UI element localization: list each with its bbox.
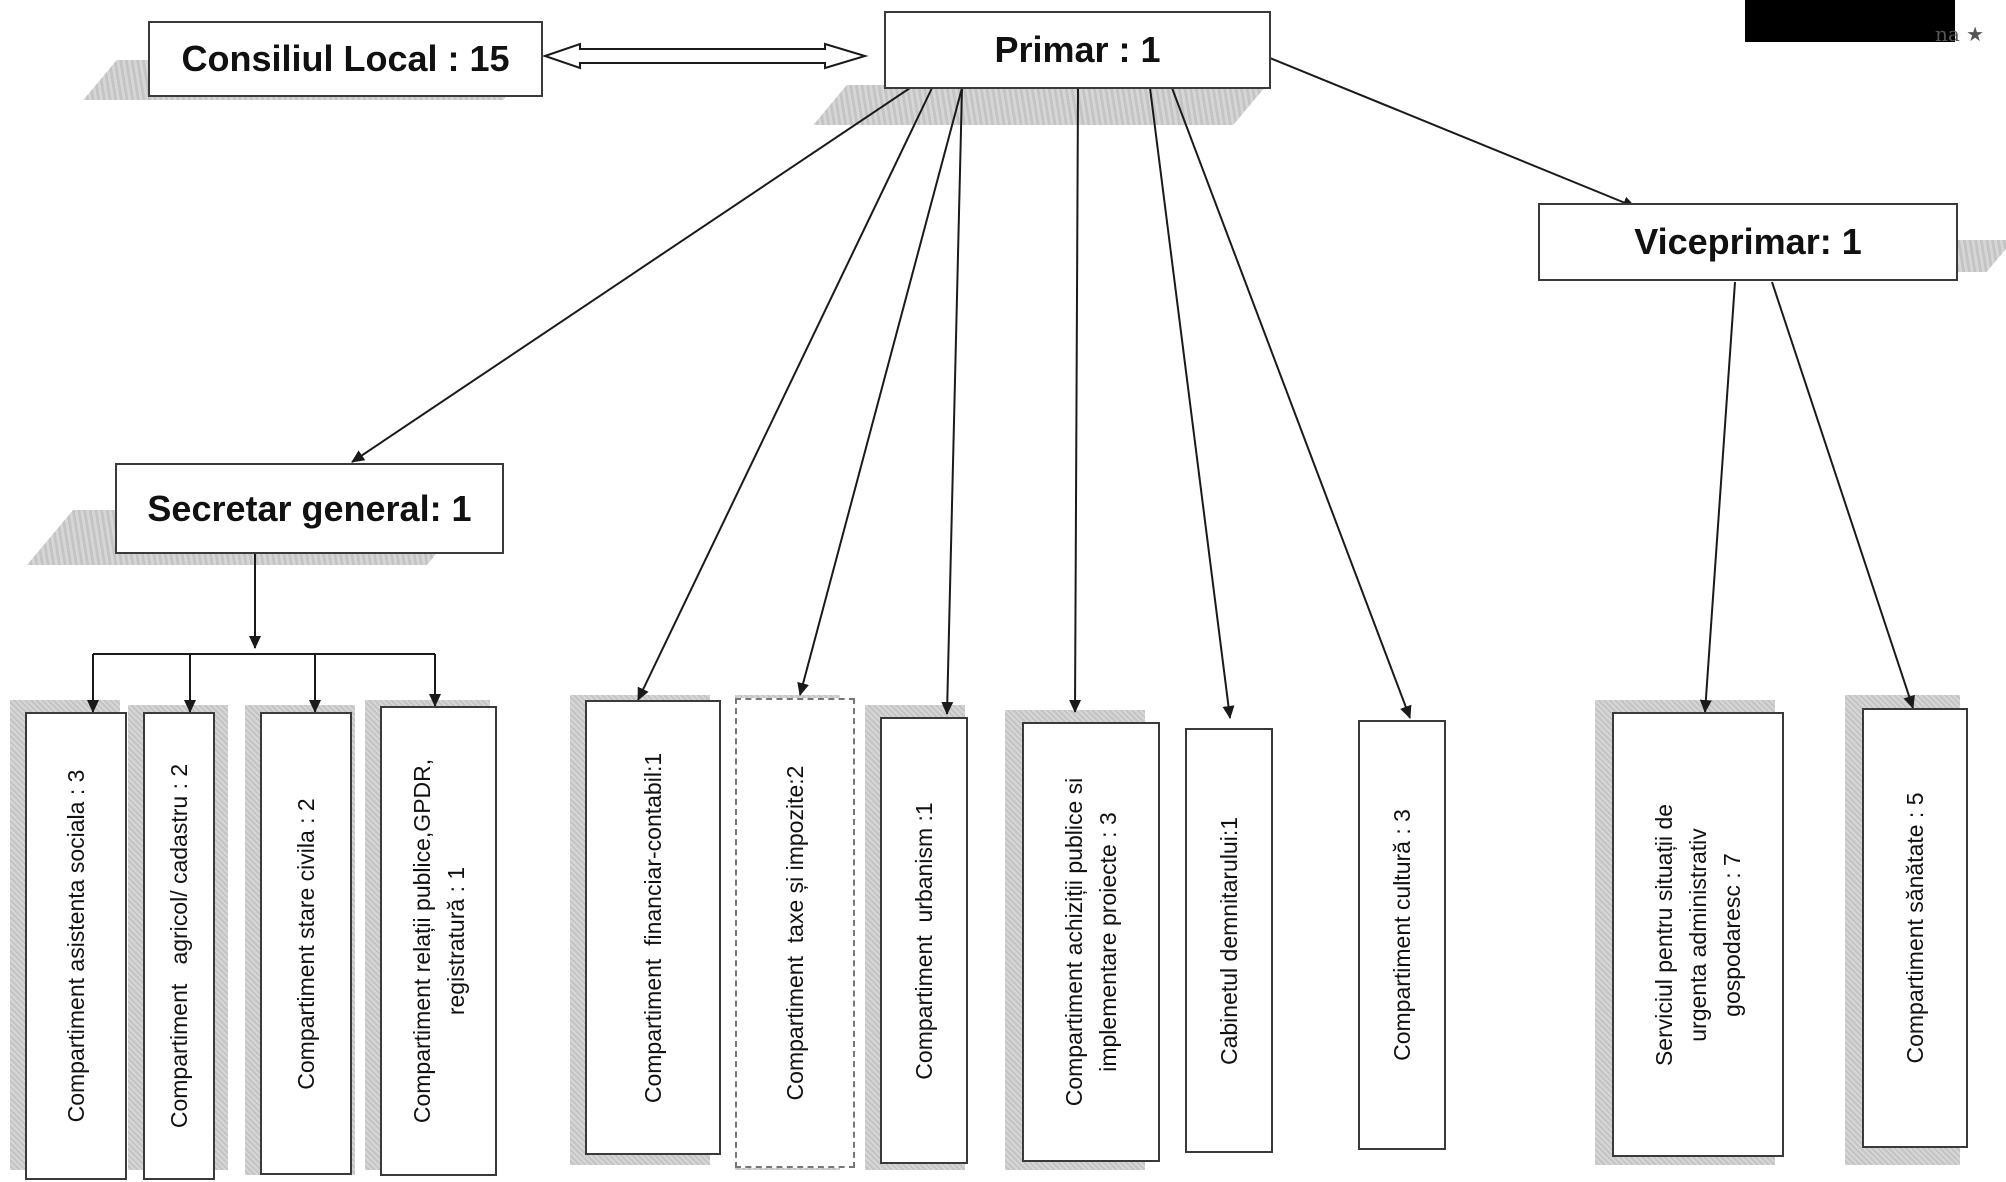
- line-primar-secretar: [351, 87, 911, 463]
- box-secretar-general: Secretar general: 1: [115, 463, 504, 554]
- line-primar-achizitii: [1069, 87, 1082, 713]
- box-cabinetul-demnitarului: Cabinetul demnitarului:1: [1185, 728, 1273, 1153]
- box-compartiment-agricol: Compartiment agricol/ cadastru : 2: [143, 712, 215, 1180]
- label-compartiment-asistenta: Compartiment asistenta sociala : 3: [63, 769, 89, 1123]
- label-compartiment-stare-civila: Compartiment stare civila : 2: [293, 797, 319, 1090]
- line-primar-cultura: [1171, 87, 1412, 719]
- double-arrow-consiliul-primar: [541, 42, 869, 70]
- redaction-block: [1745, 0, 1955, 42]
- box-primar: Primar : 1: [884, 11, 1271, 89]
- label-secretar-general: Secretar general: 1: [147, 487, 472, 529]
- label-cabinetul-demnitarului: Cabinetul demnitarului:1: [1216, 816, 1242, 1065]
- line-primar-cabinet: [1149, 87, 1235, 719]
- box-compartiment-sanatate: Compartiment sănătate : 5: [1862, 708, 1968, 1148]
- box-compartiment-achizitii: Compartiment achiziții publice si implem…: [1022, 722, 1160, 1162]
- label-compartiment-financiar: Compartiment financiar-contabil:1: [640, 752, 666, 1103]
- box-compartiment-urbanism: Compartiment urbanism :1: [880, 717, 968, 1164]
- box-compartiment-taxe: Compartiment taxe și impozite:2: [735, 698, 855, 1168]
- line-primar-taxe: [797, 87, 963, 696]
- label-compartiment-achizitii: Compartiment achiziții publice si implem…: [1061, 777, 1121, 1107]
- box-compartiment-asistenta: Compartiment asistenta sociala : 3: [25, 712, 127, 1180]
- label-compartiment-relatii: Compartiment relații publice,GPDR, regis…: [408, 758, 469, 1124]
- box-compartiment-cultura: Compartiment cultură : 3: [1358, 720, 1446, 1150]
- line-viceprimar-sanatate: [1771, 281, 1915, 709]
- label-compartiment-urbanism: Compartiment urbanism :1: [911, 801, 937, 1080]
- box-consiliul-local: Consiliul Local : 15: [148, 21, 543, 97]
- label-serviciul-situatii: Serviciul pentru situații de urgenta adm…: [1651, 803, 1745, 1066]
- stamp-fragment: na ★: [1935, 22, 1985, 46]
- box-compartiment-relatii: Compartiment relații publice,GPDR, regis…: [380, 706, 497, 1176]
- line-primar-financiar: [637, 87, 933, 701]
- label-compartiment-cultura: Compartiment cultură : 3: [1389, 809, 1415, 1061]
- box-compartiment-stare-civila: Compartiment stare civila : 2: [260, 712, 352, 1175]
- box-viceprimar: Viceprimar: 1: [1538, 203, 1958, 281]
- box-compartiment-financiar: Compartiment financiar-contabil:1: [585, 700, 721, 1155]
- box-serviciul-situatii: Serviciul pentru situații de urgenta adm…: [1612, 712, 1784, 1157]
- label-compartiment-taxe: Compartiment taxe și impozite:2: [782, 765, 808, 1101]
- label-primar: Primar : 1: [994, 29, 1161, 70]
- line-primar-viceprimar: [1269, 57, 1636, 209]
- label-compartiment-agricol: Compartiment agricol/ cadastru : 2: [166, 763, 192, 1129]
- label-viceprimar: Viceprimar: 1: [1634, 221, 1862, 262]
- line-viceprimar-situatii: [1699, 281, 1736, 713]
- label-consiliul-local: Consiliul Local : 15: [181, 38, 510, 79]
- line-primar-urbanism: [941, 87, 963, 715]
- label-compartiment-sanatate: Compartiment sănătate : 5: [1902, 792, 1928, 1064]
